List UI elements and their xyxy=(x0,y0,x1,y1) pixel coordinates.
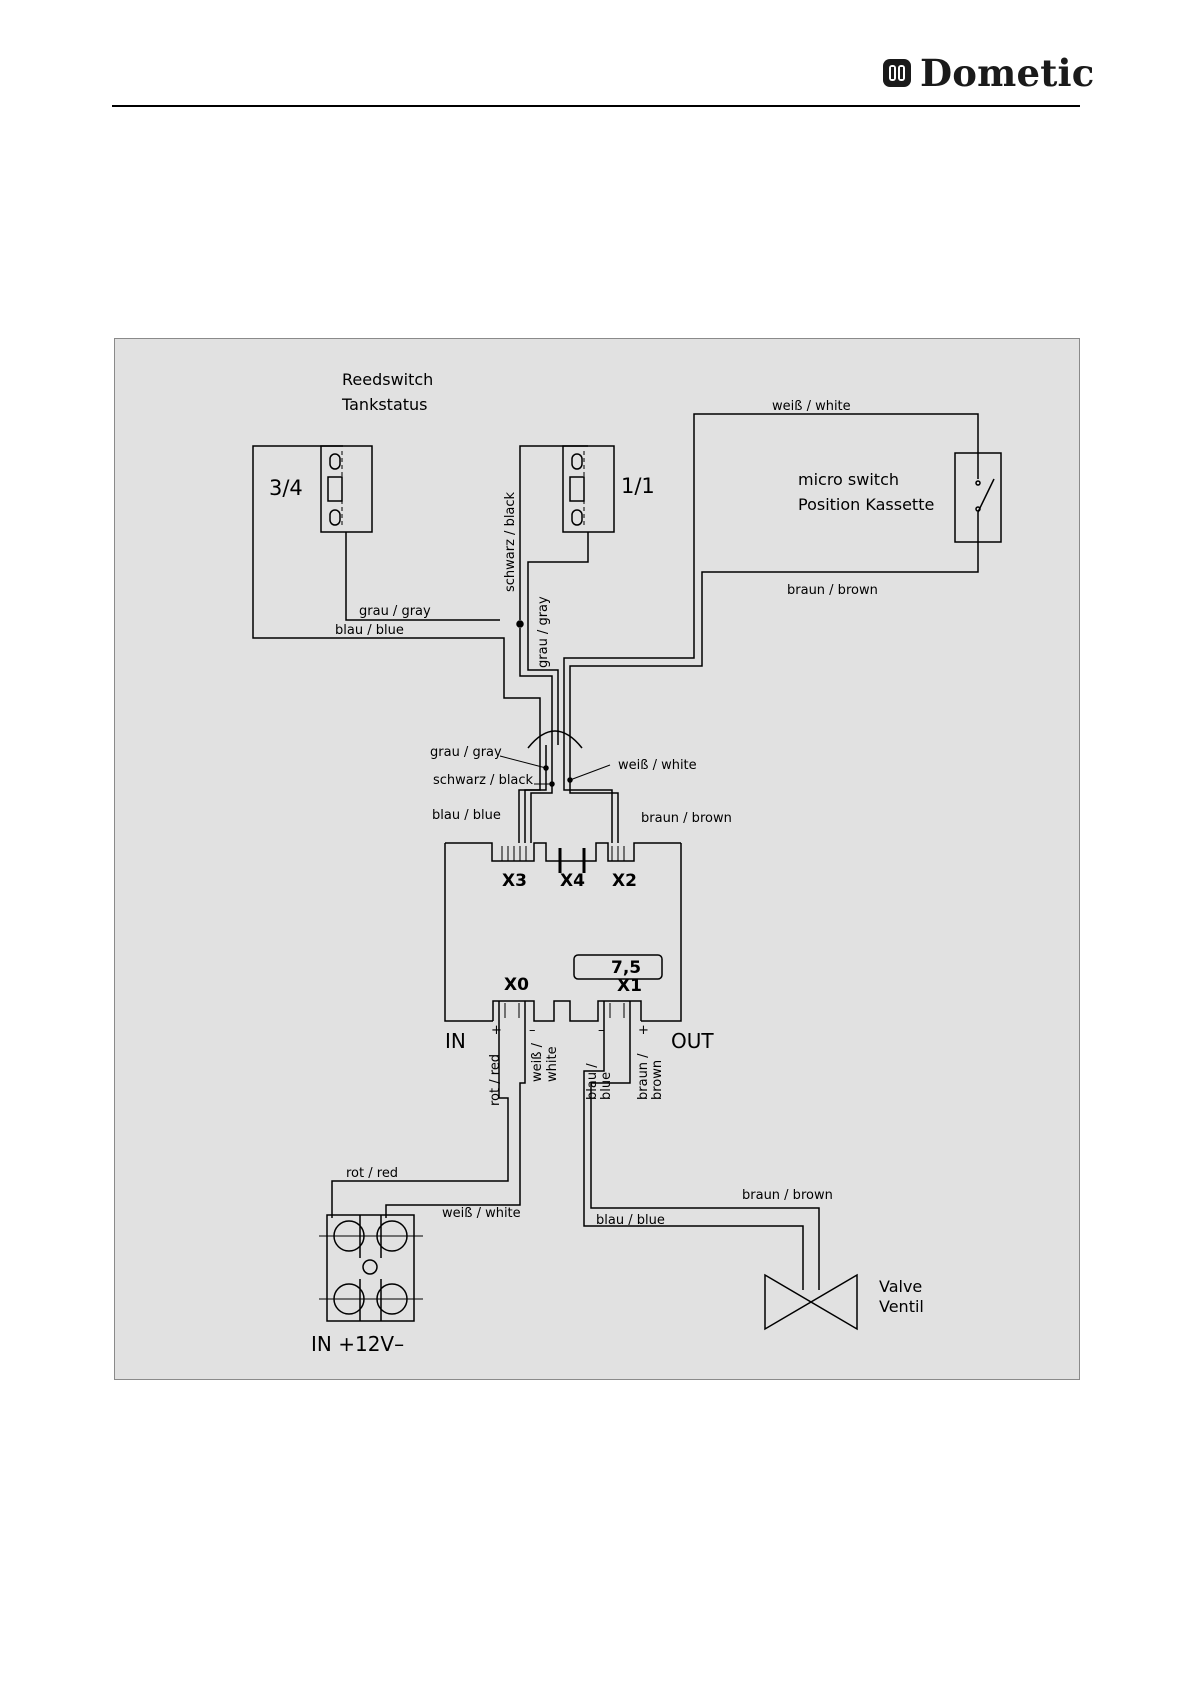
wire-label-blue-h: blau / blue xyxy=(335,623,404,638)
supply-label: IN +12V– xyxy=(311,1332,404,1356)
wire-label-brown-v2: brown xyxy=(650,1060,665,1100)
fuse-label: 7,5 xyxy=(611,958,641,978)
wire-label-white-v1: weiß / xyxy=(530,1042,545,1082)
wiring-diagram-svg: Reedswitch Tankstatus 3/4 1/1 micro swit… xyxy=(114,338,1080,1380)
wiring-diagram: Reedswitch Tankstatus 3/4 1/1 micro swit… xyxy=(114,338,1080,1380)
ventil-label: Ventil xyxy=(879,1297,924,1316)
wire-label-red-h: rot / red xyxy=(346,1166,398,1181)
wire-label-black-lead: schwarz / black xyxy=(433,773,534,788)
valve-symbol xyxy=(764,1273,858,1331)
dometic-logo-icon xyxy=(883,59,911,87)
wire-label-white-v2: white xyxy=(545,1046,560,1082)
wire-label-white-top: weiß / white xyxy=(772,399,851,414)
position-kassette-label: Position Kassette xyxy=(798,495,934,514)
connector-x4-label: X4 xyxy=(560,871,585,891)
wires-bottom xyxy=(331,1001,820,1290)
wire-label-brown-v1: braun / xyxy=(636,1053,651,1100)
header-rule xyxy=(112,105,1080,107)
wire-label-blue-v2: blue xyxy=(599,1072,614,1100)
module-out-label: OUT xyxy=(671,1029,714,1053)
brand-name: Dometic xyxy=(920,51,1095,95)
switch-11-label: 1/1 xyxy=(621,474,655,498)
wire-label-white-lead: weiß / white xyxy=(618,758,697,773)
switch-34-label: 3/4 xyxy=(269,476,303,500)
wire-label-white-h: weiß / white xyxy=(442,1206,521,1221)
x0-plus-label: + xyxy=(491,1023,502,1038)
x0-minus-label: – xyxy=(529,1023,536,1038)
x1-plus-label: + xyxy=(638,1023,649,1038)
diagram-frame xyxy=(114,338,1080,1380)
reedswitch-label: Reedswitch xyxy=(342,370,433,389)
wire-label-blue-v1: blau / xyxy=(585,1063,600,1100)
x1-minus-label: – xyxy=(598,1023,605,1038)
wire-label-gray-lead: grau / gray xyxy=(430,745,502,760)
wire-label-red-v: rot / red xyxy=(488,1054,503,1106)
wire-label-brown-x2: braun / brown xyxy=(641,811,732,826)
wire-label-blue-h2: blau / blue xyxy=(596,1213,665,1228)
micro-switch-label: micro switch xyxy=(798,470,899,489)
valve-label: Valve xyxy=(879,1277,922,1296)
connector-x0-label: X0 xyxy=(504,975,529,995)
wire-label-brown-top: braun / brown xyxy=(787,583,878,598)
wires-top xyxy=(252,413,979,843)
connector-x2-label: X2 xyxy=(612,871,637,891)
terminal-block xyxy=(319,1214,423,1322)
tankstatus-label: Tankstatus xyxy=(341,395,428,414)
connector-x1-label: X1 xyxy=(617,976,642,996)
wire-label-brown-h: braun / brown xyxy=(742,1188,833,1203)
wire-label-gray-h: grau / gray xyxy=(359,604,431,619)
connector-x3-label: X3 xyxy=(502,871,527,891)
dometic-logo: Dometic xyxy=(882,50,1095,96)
wire-label-black-v: schwarz / black xyxy=(503,491,518,592)
wire-label-blue-x3: blau / blue xyxy=(432,808,501,823)
module-in-label: IN xyxy=(445,1029,466,1053)
wire-label-gray-v: grau / gray xyxy=(536,596,551,668)
